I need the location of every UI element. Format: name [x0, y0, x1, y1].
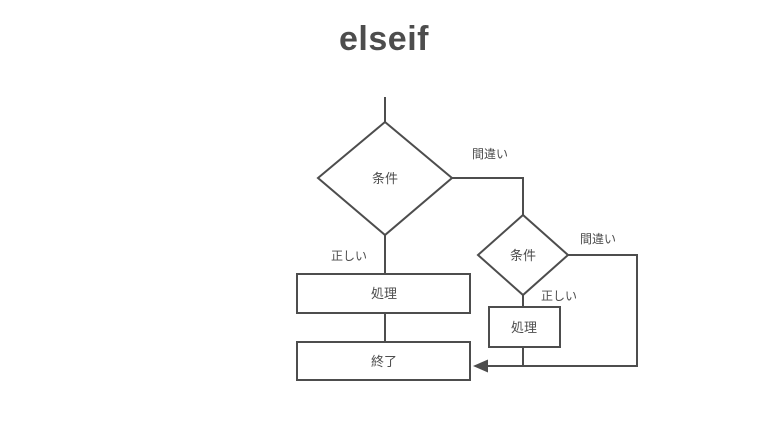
node-end-label: 終了 — [371, 354, 397, 369]
edge-condition1-false — [452, 177, 524, 215]
edge-label-true1: 正しい — [331, 249, 367, 263]
node-end-box — [296, 341, 471, 381]
edge-label-true2: 正しい — [541, 289, 577, 303]
node-process1-box — [296, 273, 471, 314]
node-process1-label: 処理 — [371, 286, 397, 301]
node-condition1-label: 条件 — [372, 171, 398, 186]
node-process2-label: 処理 — [511, 320, 537, 335]
node-condition2-diamond — [476, 213, 570, 297]
node-condition1-diamond — [316, 120, 454, 237]
arrowhead-into-end — [473, 359, 488, 373]
node-process2-box — [488, 306, 561, 348]
edge-label-false1: 間違い — [472, 147, 508, 161]
page-title: elseif — [339, 20, 429, 58]
edge-condition2-false — [486, 254, 638, 367]
node-condition2-label: 条件 — [510, 248, 536, 263]
edge-label-false2: 間違い — [580, 232, 616, 246]
